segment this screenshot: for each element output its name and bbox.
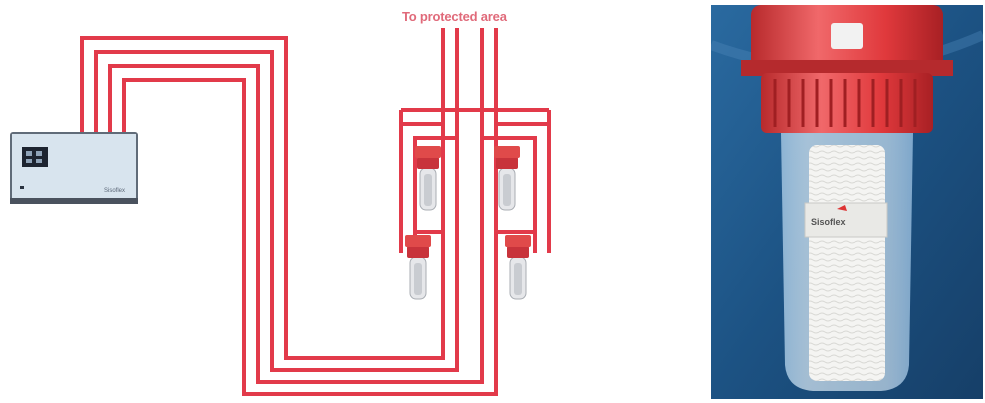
filter-cartridge [809, 145, 885, 381]
product-brand-label: Sisoflex [811, 217, 846, 227]
filter-housing-1 [415, 146, 441, 210]
controller-brand-label: Sisoflex [104, 188, 125, 194]
filter-ring [761, 73, 933, 133]
pipe-network-diagram: Sisoflex [0, 0, 700, 403]
controller-display [22, 147, 48, 167]
filter-housing-3 [405, 235, 431, 299]
pipe-loops [82, 28, 549, 394]
destination-label: To protected area [402, 9, 507, 24]
filter-photo-drawing [711, 5, 983, 399]
pipe-loop-3 [110, 66, 535, 382]
filter-housings [405, 146, 531, 299]
filter-housing-4 [505, 235, 531, 299]
pipe-loop-4 [124, 80, 549, 394]
filter-product-photo: Sisoflex [711, 5, 983, 399]
pipe-link-left-upper [401, 110, 549, 124]
